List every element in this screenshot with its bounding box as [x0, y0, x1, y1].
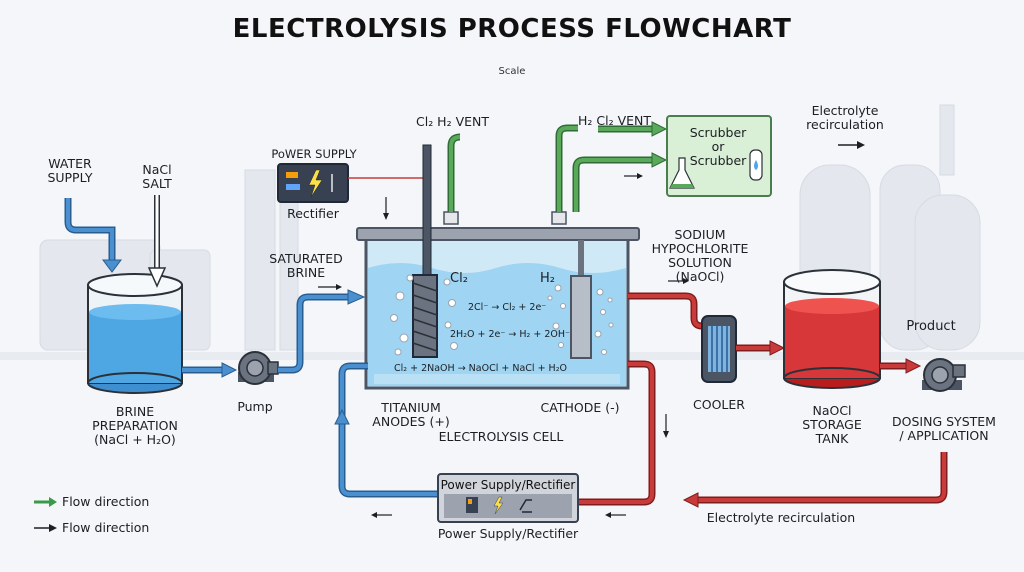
- nacl-salt-arrow-head: [147, 267, 167, 288]
- legend: [34, 497, 57, 532]
- brine-to-pump-arrow: [221, 362, 238, 378]
- equation-cathode: 2H₂O + 2e⁻ → H₂ + 2OH⁻: [450, 329, 571, 340]
- dosing-pump-icon: [922, 358, 966, 392]
- legend-black-arrow: [49, 524, 57, 532]
- saturated-brine-arrow: [347, 289, 366, 305]
- h2-cell-label: H₂: [540, 271, 555, 286]
- scrubber-unit: [666, 115, 772, 197]
- cooler-unit: [701, 315, 737, 383]
- power-supply-unit: [277, 163, 349, 203]
- cooler-to-storage-arrow: [769, 340, 786, 356]
- equation-anode: 2Cl⁻ → Cl₂ + 2e⁻: [468, 302, 547, 313]
- cathode-electrode: [570, 240, 592, 359]
- cl2-vent-pipe: [551, 121, 668, 225]
- cl2-cell-label: Cl₂: [450, 271, 468, 286]
- power-supply-bottom-caption: Power Supply/Rectifier: [437, 526, 579, 541]
- subtitle: Scale: [498, 66, 526, 77]
- hypochlorite-out-pipe: [628, 292, 703, 330]
- legend-green-arrow: [49, 497, 57, 507]
- equation-hypochlorite: Cl₂ + 2NaOH → NaOCl + NaCl + H₂O: [394, 363, 567, 374]
- cl2-h2-vent-label: Cl₂ H₂ VENT: [416, 114, 490, 129]
- cooler-label: COOLER: [693, 397, 745, 412]
- storage-to-dosing-arrow: [905, 358, 922, 374]
- product-label: Product: [906, 319, 956, 334]
- rectifier-label: Rectifier: [287, 206, 339, 221]
- power-supply-top-label: PoWER SUPPLY: [271, 147, 357, 161]
- dosing-system-label: DOSING SYSTEM/ APPLICATION: [892, 414, 996, 443]
- h2-vent-pipe: [443, 133, 461, 225]
- pump-label: Pump: [237, 399, 273, 414]
- legend-item-green: Flow direction: [62, 494, 150, 509]
- gas-bubbles: [390, 274, 614, 356]
- naocl-storage-tank: [783, 269, 881, 389]
- power-supply-rectifier-box: [437, 473, 579, 523]
- legend-item-black: Flow direction: [62, 520, 150, 535]
- pump-icon: [238, 351, 279, 385]
- titanium-anode: [412, 144, 438, 358]
- page-title: ELECTROLYSIS PROCESS FLOWCHART: [232, 14, 792, 44]
- power-supply-box-label: Power Supply/Rectifier: [440, 478, 576, 492]
- electrolyte-recirc-pipe-right: [696, 452, 948, 504]
- electrolyte-recirculation-bottom-label: Electrolyte recirculation: [706, 510, 856, 525]
- electrolysis-cell-label: ELECTROLYSIS CELL: [438, 429, 564, 444]
- cathode-label: CATHODE (-): [540, 400, 620, 415]
- water-supply-arrow: [102, 259, 122, 273]
- brine-tank: [87, 273, 183, 394]
- h2-cl2-vent-label: H₂ Cl₂ VENT: [578, 113, 652, 128]
